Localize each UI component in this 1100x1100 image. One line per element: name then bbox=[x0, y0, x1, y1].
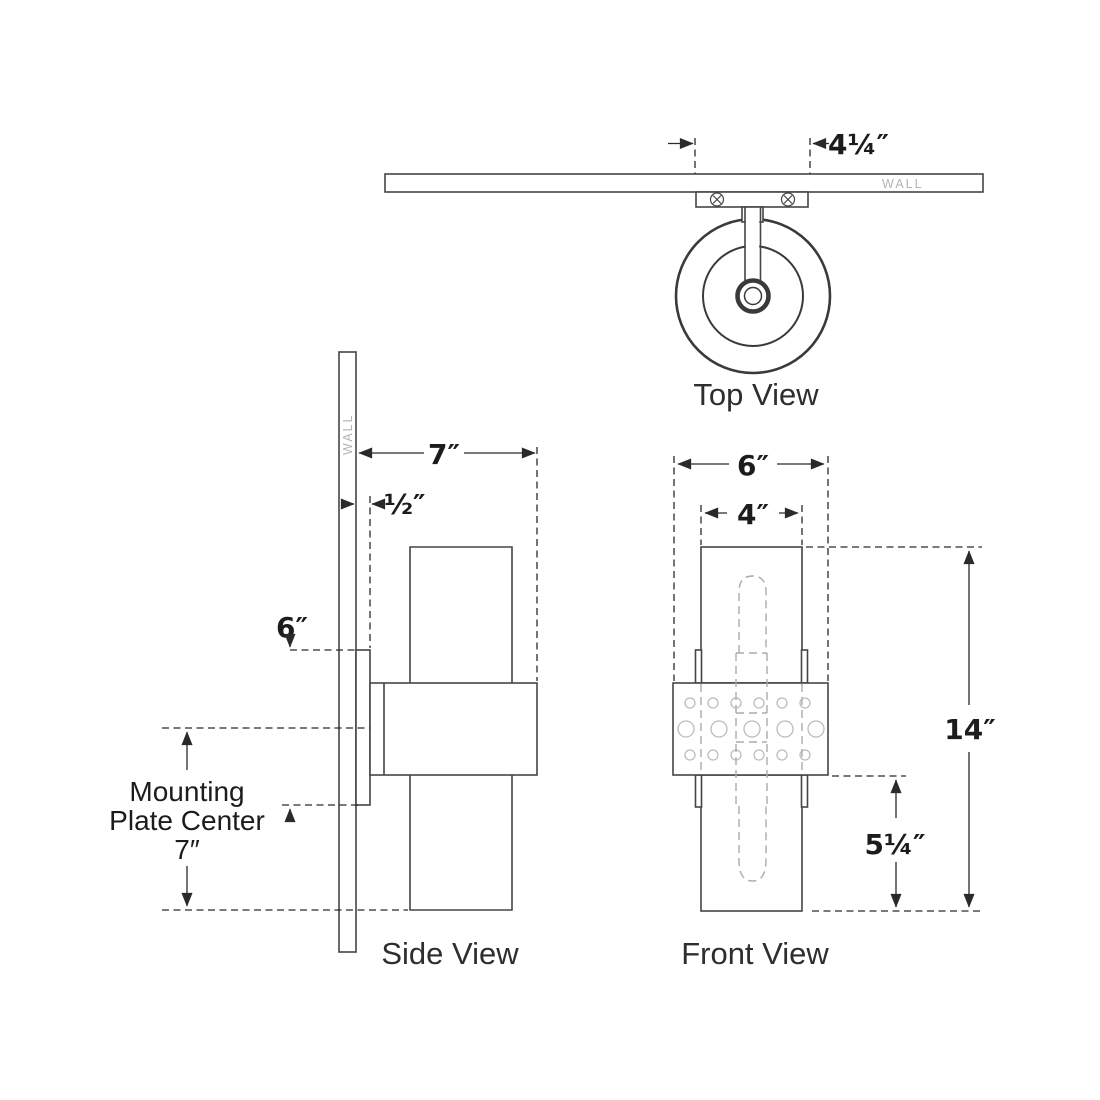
glass-upper-side bbox=[409, 546, 513, 683]
glass-lower-side bbox=[409, 775, 513, 911]
dim-glass-width: 4″ bbox=[737, 498, 769, 531]
dim-band-to-bottom: 5¼″ bbox=[865, 828, 926, 861]
perforated-band bbox=[672, 682, 829, 776]
band-perforations bbox=[677, 697, 825, 761]
glass-upper-front bbox=[700, 546, 803, 684]
dim-depth: 7″ bbox=[428, 438, 460, 471]
top-view: WALL 4¼″ Top View bbox=[384, 128, 984, 412]
wall-label-backing bbox=[878, 176, 924, 190]
screw-left-icon bbox=[709, 192, 725, 207]
lamp-upper bbox=[738, 575, 767, 653]
mounting-center-line2: Plate Center bbox=[109, 805, 265, 836]
mounting-center-line1: Mounting bbox=[129, 776, 244, 807]
stem-fill bbox=[745, 221, 760, 283]
top-view-label: Top View bbox=[693, 377, 819, 412]
bracket-side bbox=[369, 682, 538, 776]
side-view: WALL 7″ ½″ 6″ Mounting Plate Center 7″ S bbox=[109, 351, 538, 971]
dim-backplate-width: 6″ bbox=[737, 449, 769, 482]
side-view-label: Side View bbox=[381, 936, 519, 971]
clip-lower-left bbox=[694, 774, 703, 808]
glass-lower-front bbox=[700, 774, 803, 912]
dim-plate-width: 4¼″ bbox=[828, 128, 889, 161]
clip-lower-right bbox=[800, 774, 809, 808]
wall-label-side: WALL bbox=[341, 413, 355, 455]
candle-hub-inner bbox=[743, 286, 763, 306]
socket-block bbox=[735, 652, 768, 805]
clip-upper-left bbox=[694, 649, 703, 684]
front-view: 6″ 4″ bbox=[672, 449, 996, 971]
front-view-label: Front View bbox=[681, 936, 829, 971]
wall-label-top: WALL bbox=[882, 177, 924, 191]
dim-overall-height: 14″ bbox=[944, 713, 995, 746]
dim-plate-thickness: ½″ bbox=[384, 488, 426, 521]
screw-right-icon bbox=[780, 192, 796, 207]
wall-section-top bbox=[384, 173, 984, 193]
wall-label-backing-side bbox=[341, 413, 354, 459]
mounting-center-value: 7″ bbox=[174, 834, 200, 865]
candle-hub-outer bbox=[735, 278, 771, 314]
dim-plate-height: 6″ bbox=[276, 611, 308, 644]
lamp-lower bbox=[738, 806, 767, 882]
clip-upper-right bbox=[800, 649, 809, 684]
